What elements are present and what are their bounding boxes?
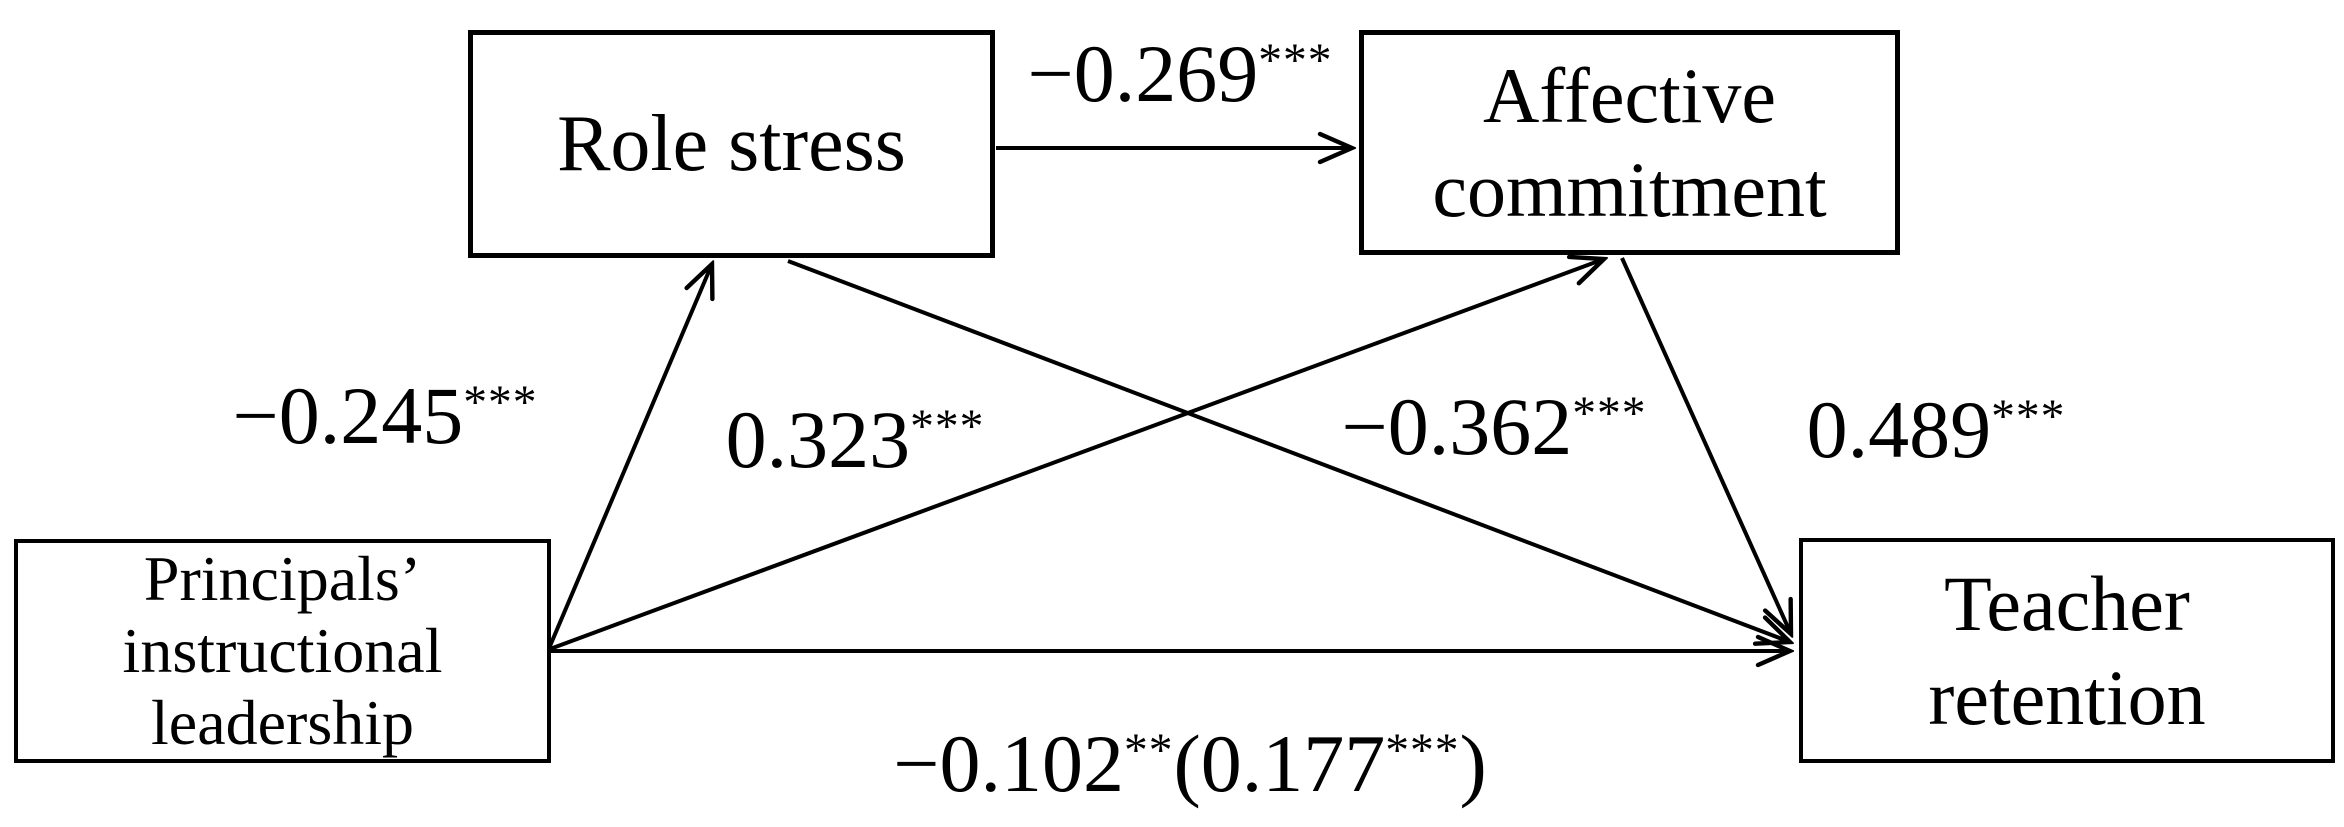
significance-stars: *** bbox=[1572, 388, 1647, 441]
coefficient-affective-to-teacher: 0.489*** bbox=[1807, 389, 2066, 471]
coefficient-role-to-teacher: −0.362*** bbox=[1342, 386, 1647, 468]
coefficient-principals-to-role: −0.245*** bbox=[233, 375, 538, 457]
node-teacher-retention-label: Teacher retention bbox=[1928, 559, 2206, 741]
arrow-principals-to-role-stress bbox=[548, 264, 712, 647]
total-effect-value: 0.177 bbox=[1200, 718, 1386, 809]
significance-stars: *** bbox=[1991, 391, 2066, 444]
open-paren: ( bbox=[1173, 718, 1201, 809]
coefficient-value: −0.245 bbox=[232, 370, 464, 461]
arrow-affective-commitment-to-teacher-retention bbox=[1620, 257, 1791, 634]
significance-stars: ** bbox=[1123, 725, 1174, 778]
significance-stars: *** bbox=[1258, 35, 1333, 88]
node-role-stress-label: Role stress bbox=[557, 99, 906, 188]
node-affective-commitment: Affective commitment bbox=[1359, 30, 1900, 255]
significance-stars: *** bbox=[463, 377, 538, 430]
node-principals-instructional-leadership: Principals’ instructional leadership bbox=[14, 539, 551, 763]
coefficient-value: −0.269 bbox=[1027, 28, 1259, 119]
node-role-stress: Role stress bbox=[468, 30, 995, 258]
close-paren: ) bbox=[1459, 718, 1487, 809]
coefficient-value: 0.323 bbox=[725, 394, 911, 485]
node-teacher-retention: Teacher retention bbox=[1799, 538, 2335, 763]
coefficient-value: 0.489 bbox=[1806, 384, 1992, 475]
arrow-principals-to-affective-commitment bbox=[549, 259, 1604, 651]
coefficient-principals-to-affective: 0.323*** bbox=[726, 399, 985, 481]
node-principals-instructional-leadership-label: Principals’ instructional leadership bbox=[122, 543, 443, 758]
arrow-role-stress-to-teacher-retention bbox=[787, 259, 1790, 642]
coefficient-value: −0.362 bbox=[1341, 381, 1573, 472]
coefficient-principals-to-teacher-direct: −0.102**(0.177***) bbox=[893, 723, 1487, 805]
coefficient-role-to-affective: −0.269*** bbox=[1028, 33, 1333, 115]
node-affective-commitment-label: Affective commitment bbox=[1432, 51, 1827, 233]
coefficient-value: −0.102 bbox=[893, 718, 1124, 809]
total-effect-stars: *** bbox=[1385, 725, 1460, 778]
significance-stars: *** bbox=[910, 401, 985, 454]
